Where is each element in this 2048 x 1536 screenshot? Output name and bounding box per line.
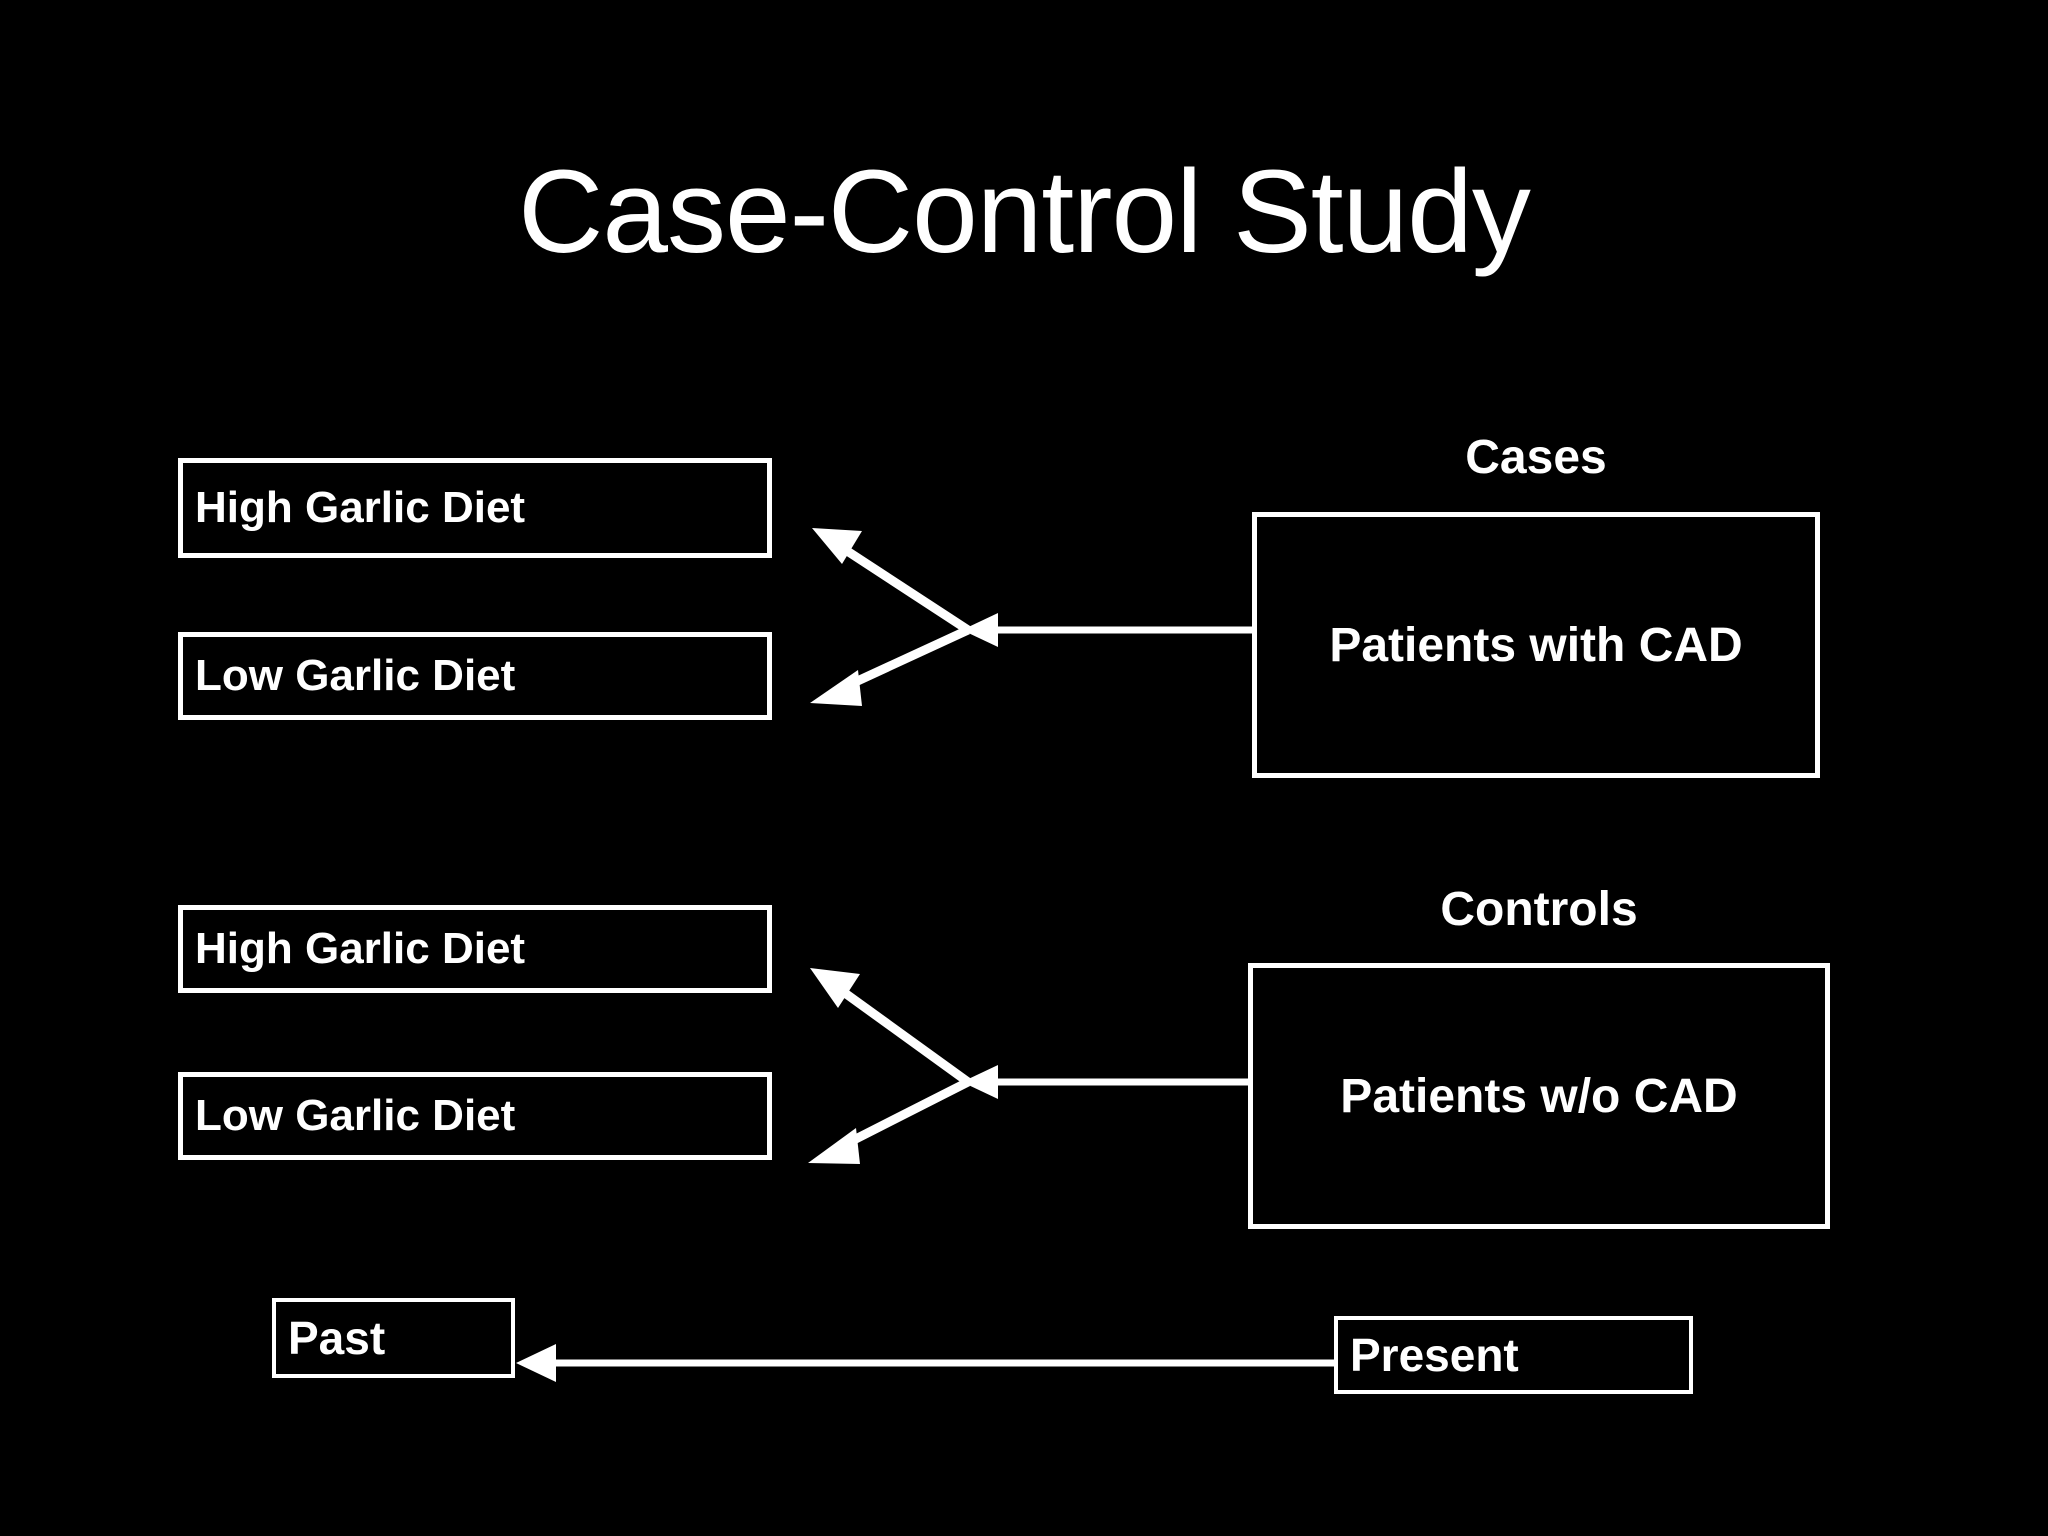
timeline-present-box[interactable]: Present [1334,1316,1693,1394]
cases-exposure-box-low-garlic[interactable]: Low Garlic Diet [178,632,772,720]
cases-arrow-to-high-garlic [812,528,971,634]
timeline-arrow [516,1344,1334,1382]
cases-arrow-stem [962,613,1252,647]
controls-exposure-box-high-garlic[interactable]: High Garlic Diet [178,905,772,993]
controls-group-label: Controls [1440,883,1638,936]
cases-group-label: Cases [1465,431,1607,484]
cases-population-box[interactable]: Patients with CAD [1252,512,1820,778]
timeline-past-box[interactable]: Past [272,1298,515,1378]
page-title: Case-Control Study [518,146,1531,278]
controls-arrow-stem [962,1065,1248,1099]
controls-arrow-to-high-garlic [810,968,971,1086]
controls-population-box[interactable]: Patients w/o CAD [1248,963,1830,1229]
cases-exposure-box-high-garlic[interactable]: High Garlic Diet [178,458,772,558]
cases-arrow-to-low-garlic [810,625,970,706]
controls-exposure-box-low-garlic[interactable]: Low Garlic Diet [178,1072,772,1160]
controls-arrow-to-low-garlic [808,1077,971,1164]
